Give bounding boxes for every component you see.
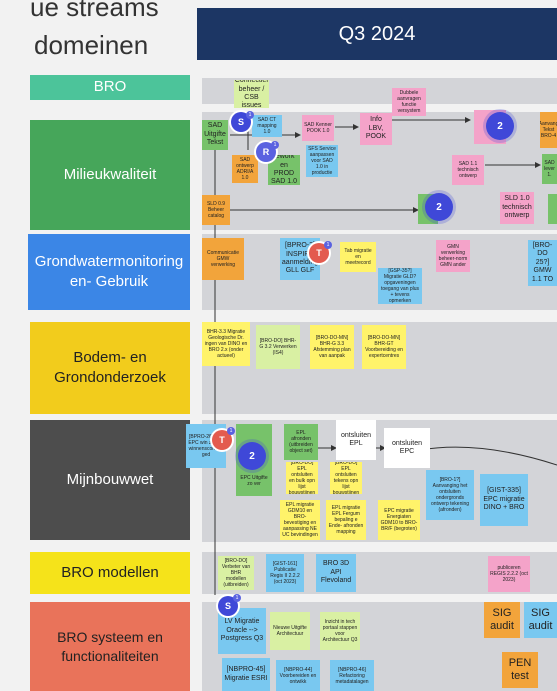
note-info[interactable]: Info LBV, POOK bbox=[360, 113, 392, 145]
count-badge-s-top: 1 bbox=[246, 111, 254, 119]
quarter-label: Q3 2024 bbox=[338, 22, 416, 45]
note-tech-portaal[interactable]: Inzicht in tech portaal stappen voor Arc… bbox=[320, 612, 360, 650]
row-label-bro-modellen[interactable]: BRO modellen bbox=[30, 552, 190, 594]
count-badge-t-grondwater: 1 bbox=[324, 241, 332, 249]
note-bhr-g32[interactable]: [BRO-DO] BHR-G 3.2 Verwerken (IS4) bbox=[256, 325, 300, 369]
note-gmn[interactable]: GMN verwerking beheer-norm GMN ander bbox=[436, 240, 470, 272]
avatar-t-grondwater[interactable]: T bbox=[309, 243, 329, 263]
note-sad-uitgifte[interactable]: SAD Uitgifte Tekst bbox=[202, 120, 228, 150]
connector-epc-curve bbox=[419, 446, 557, 466]
note-sld10[interactable]: SLD 1.0 technisch ontwerp bbox=[500, 192, 534, 224]
note-dubbele[interactable]: Dubbele aanvragen functie versystem bbox=[392, 88, 426, 116]
note-pen-test[interactable]: PEN test bbox=[502, 652, 538, 688]
note-gmw-11[interactable]: [BRO-DO 25?] GMW 1.1 TO bbox=[528, 240, 557, 286]
note-gld-migratie[interactable]: [GSP-35?] Migratie GLD? opgaveningen toe… bbox=[378, 268, 422, 304]
note-sfs-service[interactable]: SFS Service aanpassen voor SAD 1.0 in pr… bbox=[306, 145, 338, 177]
note-uitgifte-architectuur[interactable]: Nieuwe Uitgifte Architectuur bbox=[270, 612, 310, 650]
row-label-milieukwaliteit[interactable]: Milieukwaliteit bbox=[30, 120, 190, 230]
note-bhr-migratie[interactable]: BHR-3.3 Migratie Geologische Dr. ingen v… bbox=[202, 322, 250, 366]
page-title-line1: ue streams bbox=[30, 0, 159, 22]
note-sad-kenner[interactable]: SAD Kenner POOK 1.0 bbox=[302, 115, 334, 141]
note-regis-publicatie[interactable]: [GIST-161] Publicatie Regis II 2.2.2 (oc… bbox=[266, 554, 304, 592]
note-epl-tekens[interactable]: [BRO-DO] EPL ontsluiten tekens opn lijst… bbox=[330, 462, 362, 494]
note-sad-lever[interactable]: SAD lever 1. bbox=[542, 154, 557, 184]
note-sad-ct[interactable]: SAD CT mapping 1.0 bbox=[252, 115, 282, 137]
note-sld09[interactable]: SLD 0.9 Beheer catalog bbox=[202, 195, 230, 225]
note-epc-migratie[interactable]: EPC migratie Energiaten GDM10 to BRO- BR… bbox=[378, 500, 420, 540]
note-epl-fergum[interactable]: EPL migratie EPL Fergum bepaling e Ende-… bbox=[326, 500, 366, 540]
note-sad-ontwerp[interactable]: SAD ontwerp ADRI/A 1.0 bbox=[232, 155, 258, 183]
note-epl-migratie-gdm[interactable]: EPL migratie GDM10 en BRO-bevestiging en… bbox=[280, 500, 320, 540]
note-sad11[interactable]: SAD 1.1 technisch ontwerp bbox=[452, 155, 484, 185]
note-gmw-communicatie[interactable]: Communicatie GMW verwerking bbox=[202, 238, 244, 280]
note-epc-uitgifte[interactable]: EPC Uitgifte zo ver bbox=[236, 466, 272, 496]
note-ontsluiten-epc[interactable]: ontsluiten EPC bbox=[384, 428, 430, 468]
note-bhr-gt[interactable]: [BRO-DO-MN] BHR-GT Voorbereiding en expe… bbox=[362, 325, 406, 369]
note-bro-ontsluiten[interactable]: [BRO-1?] Aanvanging het ontsluiten onder… bbox=[426, 470, 474, 520]
row-label-bro[interactable]: BRO bbox=[30, 75, 190, 100]
row-label-grondwater[interactable]: Grondwatermonitoring en- Gebruik bbox=[28, 234, 190, 310]
note-epl-afronden[interactable]: EPL afronden (uitbreiden object set) bbox=[284, 424, 318, 460]
note-gist-335[interactable]: [GIST-335] EPC migratie DINO + BRO bbox=[480, 474, 528, 526]
row-label-bro-systeem[interactable]: BRO systeem en functionaliteiten bbox=[30, 602, 190, 691]
note-sig-audit-1[interactable]: SIG audit bbox=[484, 602, 520, 638]
avatar-s-systeem[interactable]: S bbox=[218, 596, 238, 616]
note-connectief[interactable]: Connectief beheer / CSB issues bbox=[234, 80, 269, 108]
note-ontsluiten-epl[interactable]: ontsluiten EPL bbox=[336, 420, 376, 460]
note-rework[interactable]: rework en PROD SAD 1.0 bbox=[268, 155, 300, 185]
count-dot-sld[interactable]: 2 bbox=[425, 193, 453, 221]
note-tab-migratie[interactable]: Tab migratie en meetrecord bbox=[340, 242, 376, 272]
note-voorbereiden[interactable]: [NBPRO-44] Voorbereiden en ontwikk bbox=[276, 660, 320, 691]
note-migratie-esri[interactable]: [NBPRO-45] Migratie ESRI bbox=[222, 658, 270, 691]
note-green-right[interactable] bbox=[548, 194, 557, 224]
note-epl-bulk[interactable]: [BRO-DO] EPL ontsluiten en bulk opn lijs… bbox=[286, 462, 318, 494]
count-badge-t-mijnbouw: 1 bbox=[227, 427, 235, 435]
note-bro-3d[interactable]: BRO 3D API Flevoland bbox=[316, 554, 356, 592]
row-label-mijnbouwwet[interactable]: Mijnbouwwet bbox=[30, 420, 190, 540]
note-sig-audit-2[interactable]: SIG audit bbox=[524, 602, 557, 638]
note-regis-publiceren[interactable]: publiceren REGIS 2.2.2 (oct 2023) bbox=[488, 556, 530, 592]
count-dot-milieu-right[interactable]: 2 bbox=[486, 112, 514, 140]
note-refactoring[interactable]: [NBPRO-46] Refactoring metadatalagen bbox=[330, 660, 374, 691]
count-badge-r: 1 bbox=[271, 141, 279, 149]
quarter-header: Q3 2024 bbox=[197, 8, 557, 60]
note-bhr-modellen[interactable]: [BRO-DO] Verbeter van BHR modellen (uitb… bbox=[218, 556, 254, 590]
avatar-t-mijnbouw[interactable]: T bbox=[212, 430, 232, 450]
count-badge-s-systeem: 1 bbox=[233, 594, 241, 602]
count-dot-mijnbouw[interactable]: 2 bbox=[238, 442, 266, 470]
page-title-line2: domeinen bbox=[34, 30, 149, 60]
row-label-bodem[interactable]: Bodem- en Grondonderzoek bbox=[30, 322, 190, 414]
note-bhr-g33[interactable]: [BRO-DO-MN] BHR-G 3.3 Afstemming plan va… bbox=[310, 325, 354, 369]
note-aanvang[interactable]: Aanvang Tekst BRO-4 bbox=[540, 112, 557, 148]
